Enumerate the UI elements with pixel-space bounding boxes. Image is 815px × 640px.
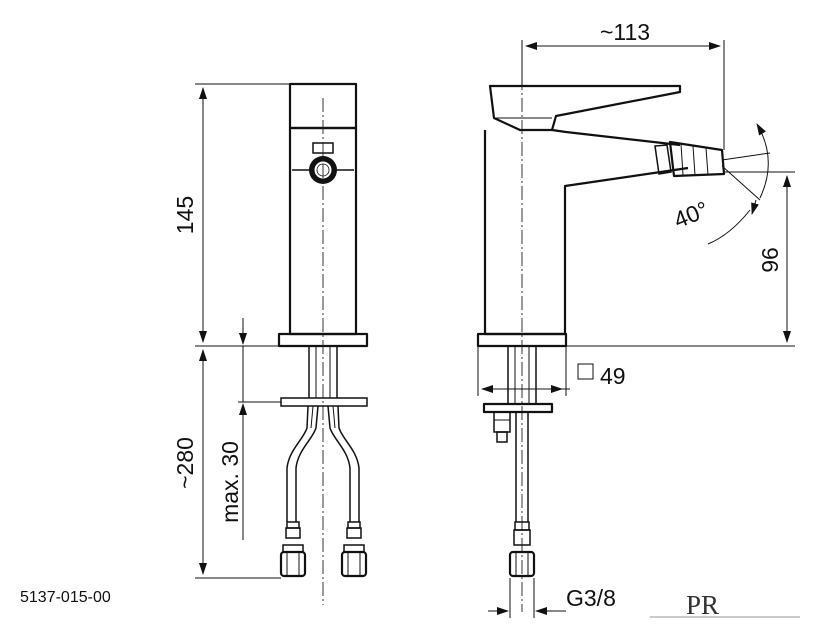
dim-max-30: max. 30 — [217, 441, 243, 523]
side-view: ~113 96 40° 49 G3/8 — [476, 19, 795, 618]
dim-49: 49 — [600, 363, 626, 389]
svg-text:PR: PR — [686, 590, 719, 620]
dim-g3-8: G3/8 — [566, 585, 616, 611]
bidet-nozzle-icon — [654, 140, 726, 178]
square-symbol-icon — [577, 363, 594, 380]
dim-40-degrees: 40° — [670, 196, 712, 233]
dim-280: ~280 — [172, 437, 198, 489]
side-lever — [488, 84, 682, 132]
brand-logo: PR — [650, 590, 800, 620]
dim-145: 145 — [172, 196, 198, 234]
front-view: 145 ~280 max. 30 — [172, 82, 369, 605]
flexible-hoses — [279, 405, 368, 578]
dim-113: ~113 — [600, 19, 650, 45]
dim-96: 96 — [757, 247, 783, 273]
front-mounting-washer — [280, 397, 368, 407]
side-mounting-washer — [482, 402, 554, 414]
product-code: 5137-015-00 — [20, 589, 111, 606]
